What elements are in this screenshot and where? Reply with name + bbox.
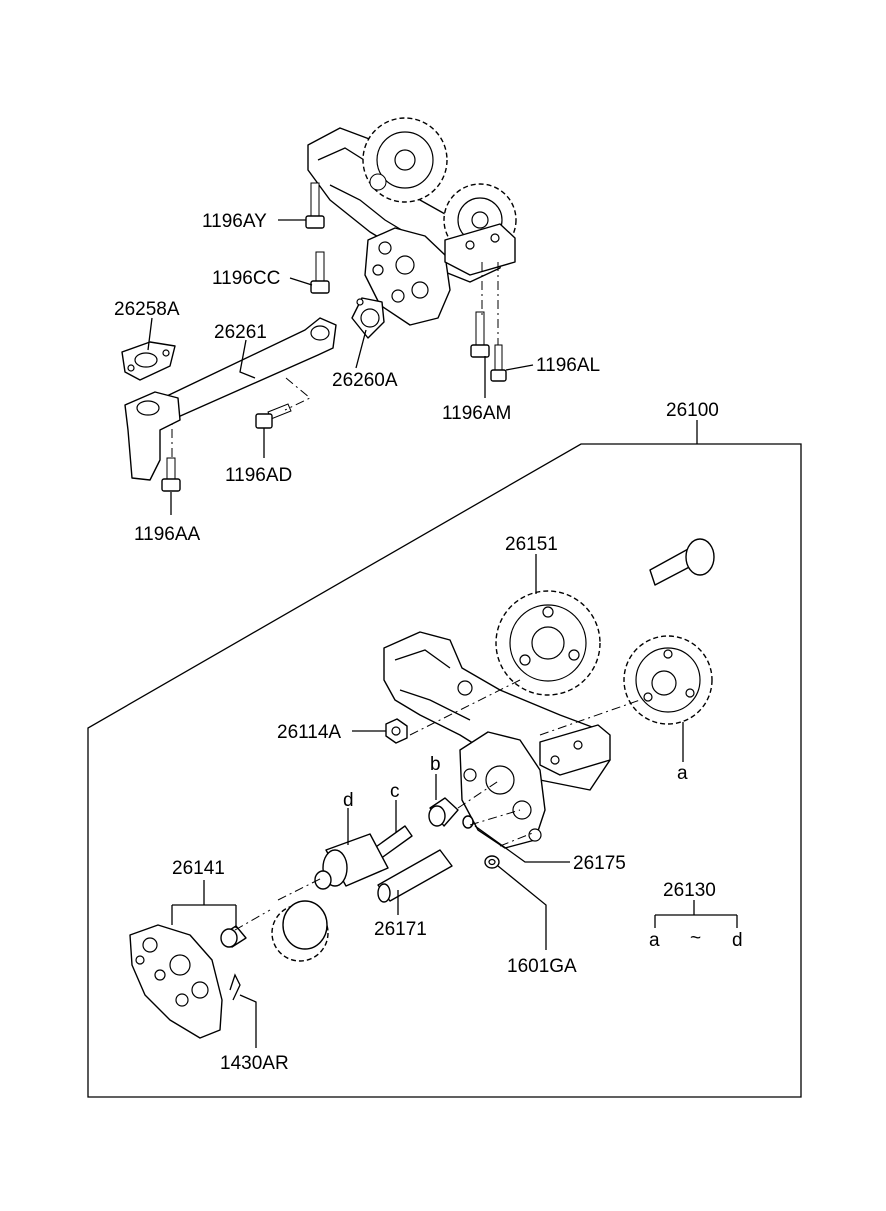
gear-26151 [495,590,601,696]
label-26114A: 26114A [277,722,341,743]
label-26260A: 26260A [332,370,398,391]
driven-rotor [271,900,329,962]
bolt-1196AA [161,457,181,492]
label-1430AR: 1430AR [220,1053,289,1074]
bolt-1196AL [490,344,507,382]
label-26261: 26261 [214,322,267,343]
label-1601GA: 1601GA [507,956,577,977]
label-26175: 26175 [573,853,626,874]
legend-26130-tilde: ~ [690,928,701,949]
legend-26130-from: a [649,930,660,951]
label-1196AA: 1196AA [134,524,201,545]
label-1196AD: 1196AD [225,465,292,486]
bolt-1196AD [255,403,292,429]
label-c: c [390,781,400,802]
upper-pump-assembly [307,117,517,326]
gasket-26260A [351,297,385,339]
bolt-1196AY [305,182,325,229]
lower-bracket [383,631,611,849]
label-26100: 26100 [666,400,719,421]
label-b: b [430,754,441,775]
bolt-1196CC [310,251,330,294]
label-26141: 26141 [172,858,225,879]
label-a: a [677,763,688,784]
bushing-26141 [220,925,247,948]
label-1196AL: 1196AL [536,355,600,376]
nut-26114A [385,718,408,744]
shaft-26171 [377,849,453,903]
pin-26175 [462,815,474,829]
pump-cover-26141 [129,924,223,1039]
label-1196AY: 1196AY [202,211,267,232]
gasket-26258A [121,341,176,381]
o-ring-1601GA [484,855,500,869]
label-1196CC: 1196CC [212,268,280,289]
gear-a [623,635,713,725]
label-26258A: 26258A [114,299,180,320]
label-d: d [343,790,354,811]
bushing-b [428,797,459,827]
label-26130: 26130 [663,880,716,901]
group-frame-26100 [87,443,802,1098]
oil-strainer-pipe-26261 [124,317,337,481]
cotter-pin-1430AR [229,973,241,1001]
label-1196AM: 1196AM [442,403,511,424]
drive-rotor-d [314,833,389,890]
legend-26130-to: d [732,930,743,951]
shaft-bolt [649,538,715,586]
label-26151: 26151 [505,534,558,555]
label-26171: 26171 [374,919,427,940]
bolt-1196AM [470,311,490,358]
